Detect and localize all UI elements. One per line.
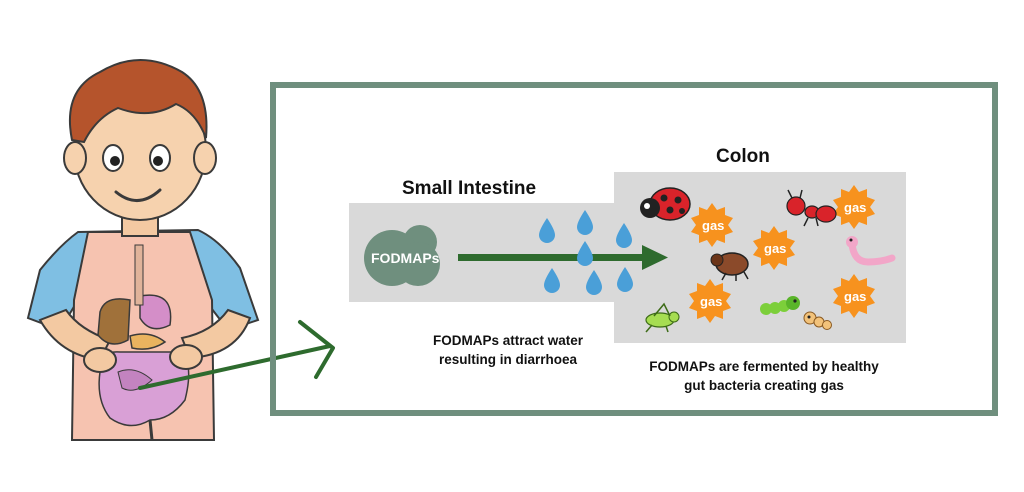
- gas-burst-icon: gas: [833, 185, 875, 229]
- gas-caption-line-2: gut bacteria creating gas: [684, 378, 844, 393]
- grasshopper-icon: [645, 302, 680, 333]
- water-drop-icon: [544, 268, 560, 293]
- svg-text:gas: gas: [700, 294, 722, 309]
- water-drop-icon: [539, 218, 555, 243]
- small-intestine-title: Small Intestine: [402, 178, 537, 199]
- water-drop-icon: [577, 210, 593, 235]
- fodmaps-cluster: [364, 225, 440, 286]
- caterpillar-icon: [760, 296, 800, 315]
- beetle-icon: [710, 252, 749, 281]
- ladybug-icon: [640, 187, 691, 221]
- larva-icon: [803, 311, 832, 330]
- gas-caption-line-1: FODMAPs are fermented by healthy: [649, 359, 879, 374]
- svg-text:gas: gas: [702, 218, 724, 233]
- svg-text:gas: gas: [844, 289, 866, 304]
- gas-burst-icon: gas: [689, 279, 731, 323]
- worm-icon: [846, 236, 896, 266]
- fodmaps-label: FODMAPs: [371, 250, 440, 266]
- ant-icon: [786, 189, 837, 227]
- gas-burst-icon: gas: [691, 203, 733, 247]
- gas-burst-icon: gas: [753, 226, 795, 270]
- water-caption-line-1: FODMAPs attract water: [432, 333, 584, 348]
- water-drop-icon: [577, 241, 593, 266]
- colon-title: Colon: [716, 146, 770, 167]
- gas-burst-icon: gas: [833, 274, 875, 318]
- gas-caption: FODMAPs are fermented by healthy gut bac…: [630, 357, 898, 395]
- water-caption-line-2: resulting in diarrhoea: [438, 352, 578, 367]
- svg-text:gas: gas: [844, 200, 866, 215]
- water-drop-icon: [586, 270, 602, 295]
- boy-illustration: [26, 59, 335, 441]
- svg-text:gas: gas: [764, 241, 786, 256]
- water-caption: FODMAPs attract water resulting in diarr…: [408, 331, 608, 369]
- flow-arrow: [458, 245, 668, 270]
- colon-contents: gas gas gas gas gas: [640, 185, 896, 333]
- diagram-frame: [270, 82, 998, 416]
